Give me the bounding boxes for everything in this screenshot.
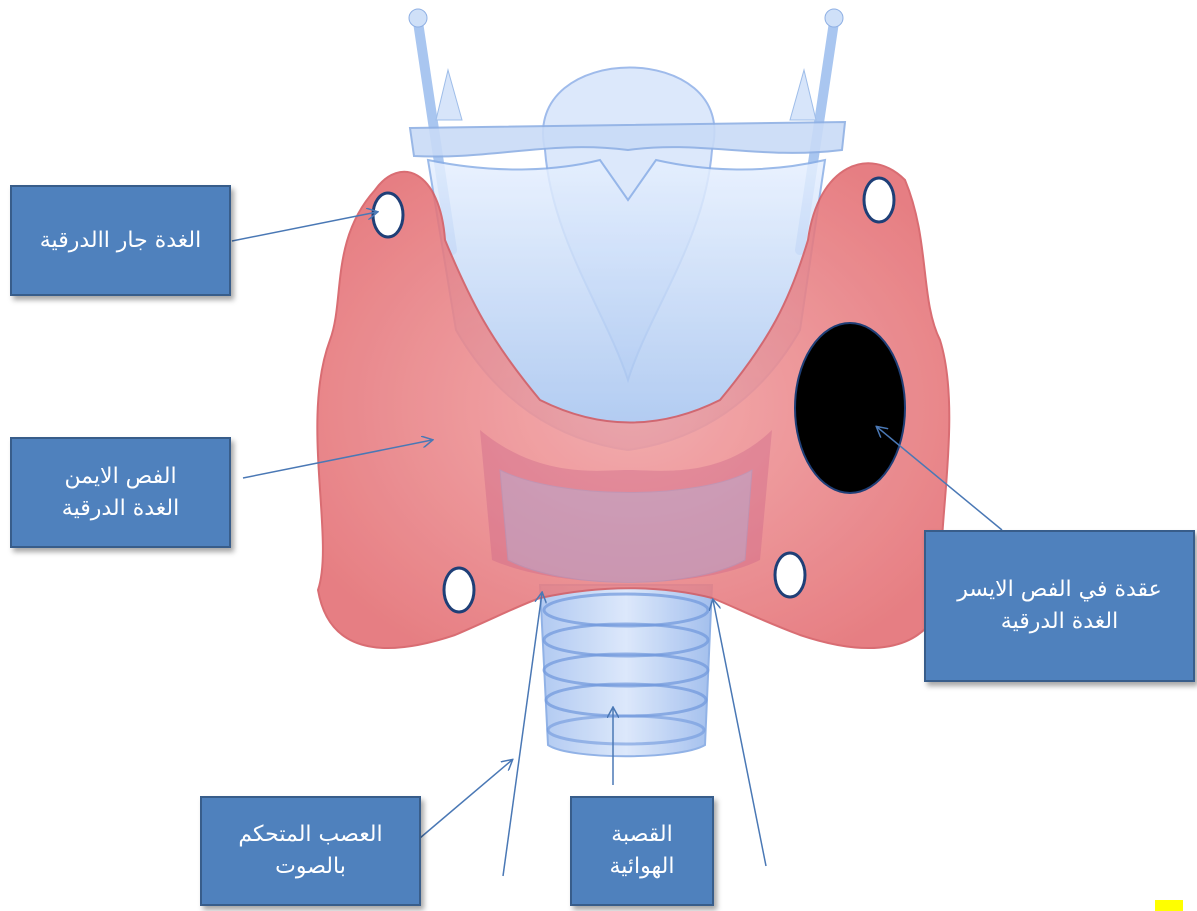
label-left-nodule: عقدة في الفص الايسر الغدة الدرقية xyxy=(924,530,1195,682)
highlight-marker xyxy=(1155,900,1183,911)
label-parathyroid-line1: الغدة جار االدرقية xyxy=(40,225,201,257)
label-parathyroid: الغدة جار االدرقية xyxy=(10,185,231,296)
label-trachea: القصبة الهوائية xyxy=(570,796,714,906)
arrow-nerve-left-path xyxy=(713,600,766,866)
parathyroid-upper-left xyxy=(864,178,894,222)
parathyroid-lower-left xyxy=(775,553,805,597)
label-nerve: العصب المتحكم بالصوت xyxy=(200,796,421,906)
label-right-lobe-line1: الفص الايمن xyxy=(64,461,176,493)
parathyroid-lower-right xyxy=(444,568,474,612)
label-left-nodule-line1: عقدة في الفص الايسر xyxy=(957,574,1162,606)
label-left-nodule-line2: الغدة الدرقية xyxy=(1001,606,1118,638)
parathyroid-upper-right xyxy=(373,193,403,237)
trachea xyxy=(540,585,712,756)
arrow-nerve-short xyxy=(420,760,512,838)
label-trachea-line2: الهوائية xyxy=(610,851,675,883)
thyroid-nodule xyxy=(795,323,905,493)
label-nerve-line1: العصب المتحكم xyxy=(238,819,382,851)
label-trachea-line1: القصبة xyxy=(611,819,672,851)
arrow-nerve-right-path xyxy=(503,593,542,876)
label-nerve-line2: بالصوت xyxy=(275,851,346,883)
label-right-lobe: الفص الايمن الغدة الدرقية xyxy=(10,437,231,548)
label-right-lobe-line2: الغدة الدرقية xyxy=(62,493,179,525)
